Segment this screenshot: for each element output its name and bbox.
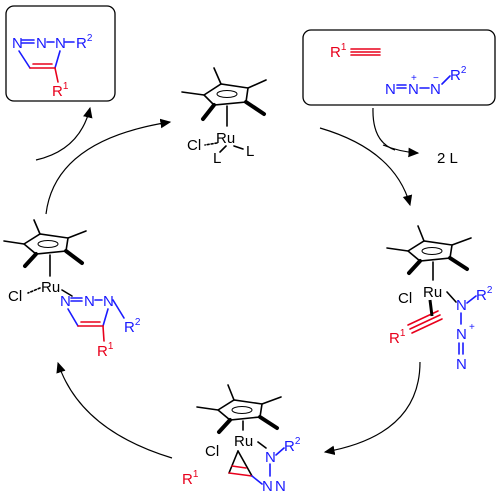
svg-text:Ru: Ru (216, 130, 235, 147)
svg-text:+: + (469, 322, 475, 333)
arrow-product-out (35, 106, 93, 161)
svg-text:N: N (36, 35, 47, 52)
svg-text:R2: R2 (476, 285, 493, 304)
svg-text:Ru: Ru (423, 284, 442, 301)
svg-text:N: N (456, 356, 467, 373)
reagents-box (302, 29, 496, 106)
svg-text:N: N (12, 35, 23, 52)
complex-bottom: Ru Cl N R2 R1 N N (182, 384, 301, 495)
svg-text:Ru: Ru (234, 433, 253, 450)
svg-text:N: N (456, 297, 467, 314)
svg-text:R2: R2 (284, 436, 301, 455)
arrow-reagent-in (372, 107, 396, 151)
svg-text:N: N (84, 293, 95, 310)
svg-text:Cl: Cl (205, 443, 219, 460)
svg-text:R2: R2 (76, 33, 93, 52)
arrow-left-top (45, 118, 172, 215)
svg-text:N: N (275, 478, 286, 495)
svg-text:−: − (433, 73, 439, 84)
svg-text:+: + (411, 73, 417, 84)
product-triazole: N N N R2 R1 (12, 33, 93, 100)
svg-text:N: N (103, 293, 114, 310)
complex-right: Ru Cl N R2 N + N R1 (386, 225, 493, 373)
svg-text:N: N (265, 449, 276, 466)
svg-text:N: N (60, 293, 71, 310)
arrow-ligand-out (382, 144, 420, 158)
svg-text:N: N (385, 81, 396, 98)
svg-text:Ru: Ru (41, 279, 60, 296)
svg-text:R1: R1 (389, 328, 406, 347)
svg-text:R2: R2 (450, 65, 467, 84)
svg-text:N: N (408, 81, 419, 98)
complex-left: Ru Cl N N N R2 R1 (3, 219, 141, 360)
svg-text:Cl: Cl (187, 137, 201, 154)
product-box (5, 5, 116, 102)
svg-text:Cl: Cl (8, 288, 22, 305)
arrow-right-bottom (323, 361, 421, 456)
svg-text:L: L (213, 150, 221, 167)
svg-text:N: N (262, 478, 273, 495)
arrow-bottom-left (56, 361, 173, 459)
svg-text:R1: R1 (330, 42, 347, 61)
svg-text:Cl: Cl (398, 290, 412, 307)
svg-text:R1: R1 (97, 341, 114, 360)
svg-text:N: N (456, 326, 467, 343)
svg-text:N: N (430, 81, 441, 98)
svg-text:R2: R2 (124, 317, 141, 336)
svg-text:L: L (246, 143, 254, 160)
arrow-top-right (319, 127, 413, 207)
svg-text:R1: R1 (52, 81, 69, 100)
ligand-release-label: 2 L (437, 150, 458, 167)
svg-text:R1: R1 (182, 469, 199, 488)
reagents: R1 N N N + − R2 (330, 42, 467, 98)
catalyst-top: Ru Cl L L (181, 67, 267, 167)
svg-text:N: N (55, 35, 66, 52)
